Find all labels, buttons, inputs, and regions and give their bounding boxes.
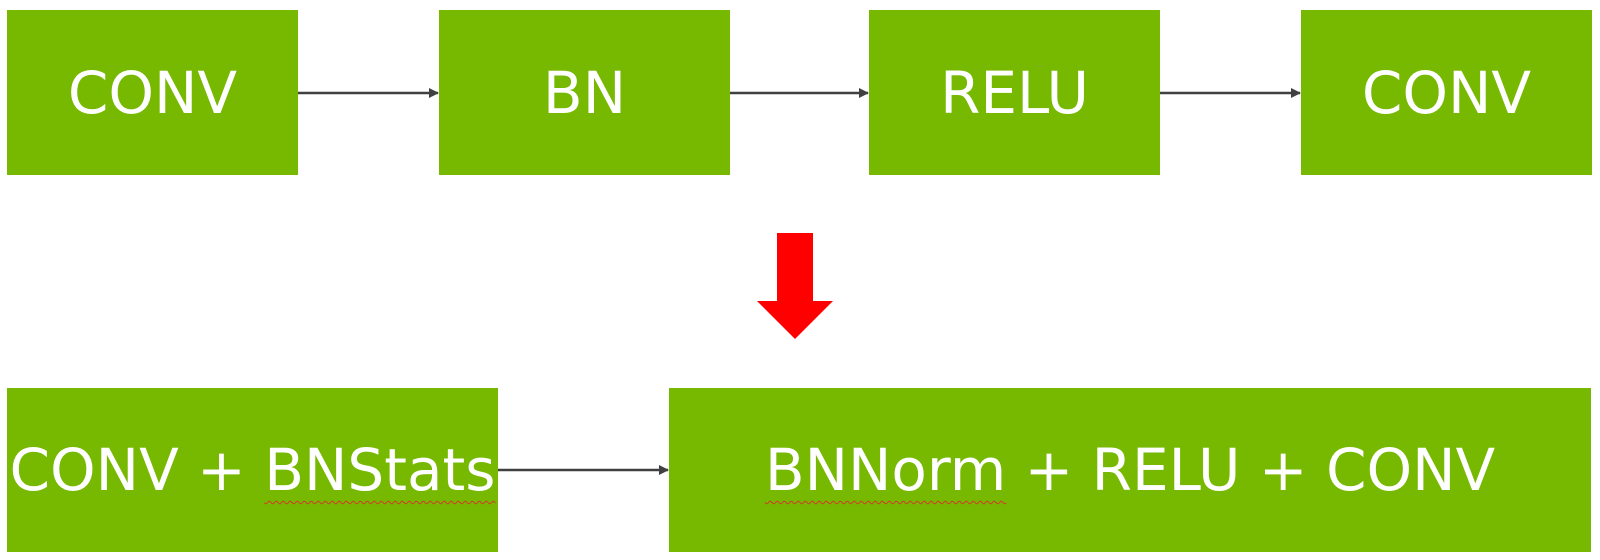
node-conv-2: CONV <box>1301 10 1592 175</box>
node-conv-bnstats-term: BNStats <box>264 436 496 504</box>
node-relu: RELU <box>869 10 1160 175</box>
node-bnnorm-term: BNNorm <box>764 436 1007 504</box>
node-conv-1-label: CONV <box>67 58 238 127</box>
node-conv-1: CONV <box>7 10 298 175</box>
down-arrow-icon <box>757 233 833 339</box>
node-bn: BN <box>439 10 730 175</box>
node-bnnorm-relu-conv-label: BNNorm + RELU + CONV <box>765 436 1495 504</box>
node-bnnorm-relu-conv: BNNorm + RELU + CONV <box>669 388 1591 552</box>
node-conv-bnstats-prefix: CONV + <box>9 436 265 504</box>
node-bn-label: BN <box>542 58 627 127</box>
node-conv-bnstats-label: CONV + BNStats <box>10 436 496 504</box>
node-relu-label: RELU <box>940 58 1089 127</box>
node-conv-bnstats: CONV + BNStats <box>7 388 498 552</box>
node-conv-2-label: CONV <box>1361 58 1532 127</box>
node-bnnorm-suffix: + RELU + CONV <box>1006 436 1496 504</box>
